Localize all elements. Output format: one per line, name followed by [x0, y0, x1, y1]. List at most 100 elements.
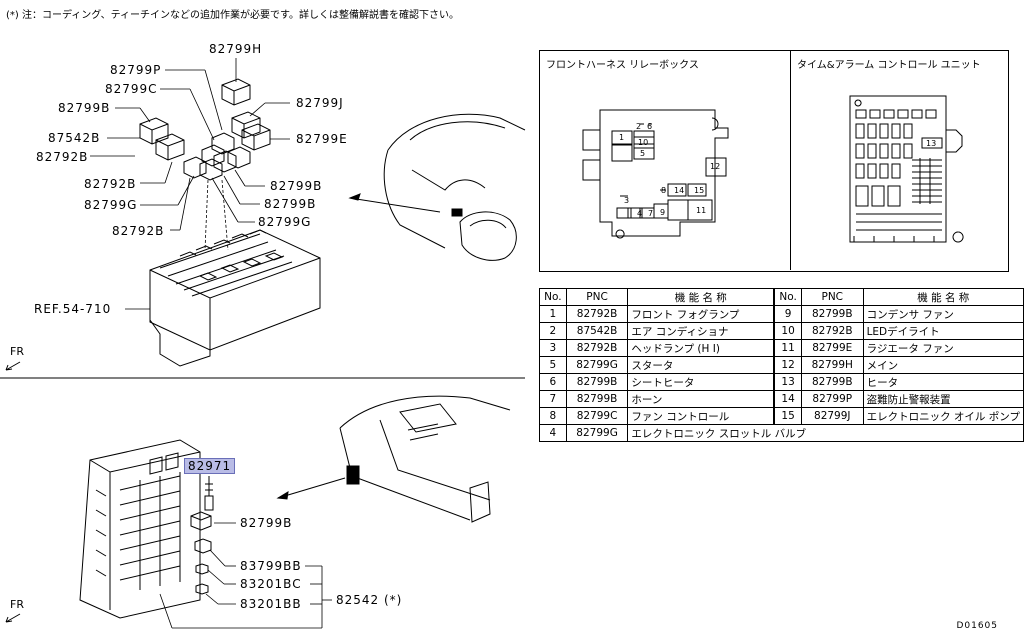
- diagram-id: D01605: [956, 621, 998, 631]
- inset-divider: [790, 50, 791, 270]
- work-note: (*) 注：コーディング、ティーチインなどの追加作業が必要です。詳しくは整備解説…: [6, 10, 459, 21]
- slot-number: 6: [647, 122, 653, 131]
- table-row: 1 82792B フロント フォグランプ 9 82799B コンデンサ ファン: [539, 305, 1024, 323]
- slot-number: 12: [710, 162, 721, 171]
- fr-label-bottom: FR: [10, 598, 24, 611]
- cell-no: 5: [539, 356, 567, 374]
- front-relay-box: [149, 229, 321, 367]
- cell-no: 1: [539, 305, 567, 323]
- cell-name: エア コンディショナ: [627, 322, 775, 340]
- cell-pnc[interactable]: 82799P: [800, 390, 864, 408]
- slot-number: 7: [648, 209, 654, 218]
- cell-pnc[interactable]: 82799B: [565, 373, 629, 391]
- label-82971-highlighted[interactable]: 82971: [184, 458, 236, 474]
- cell-pnc[interactable]: 82792B: [565, 339, 629, 357]
- table-row: 3 82792B ヘッドランプ (H I) 11 82799E ラジエータ ファ…: [539, 339, 1024, 357]
- label-82799B-a: 82799B: [58, 101, 111, 115]
- label-82799H: 82799H: [209, 42, 263, 56]
- cell-no: 8: [539, 407, 567, 425]
- label-82792B-b: 82792B: [84, 177, 137, 191]
- slot-number: 11: [696, 206, 707, 215]
- table-row: 6 82799B シートヒータ 13 82799B ヒータ: [539, 373, 1024, 391]
- cell-no: 11: [773, 339, 802, 357]
- label-82792B-a: 82792B: [36, 150, 89, 164]
- cell-pnc[interactable]: 82799J: [800, 407, 864, 425]
- front-relay-box-schematic: [582, 109, 729, 239]
- header-name: 機 能 名 称: [862, 288, 1024, 306]
- header-no: No.: [539, 288, 567, 306]
- bolt-82971: [204, 476, 214, 511]
- label-82799J: 82799J: [296, 96, 344, 110]
- label-ref-54-710: REF.54-710: [34, 302, 112, 316]
- cell-pnc[interactable]: 82799G: [565, 356, 629, 374]
- label-83799BB: 83799BB: [240, 559, 302, 573]
- label-82542: 82542 (*): [336, 593, 403, 607]
- cell-name: ラジエータ ファン: [862, 339, 1024, 357]
- table-row: 5 82799G スタータ 12 82799H メイン: [539, 356, 1024, 374]
- cell-pnc[interactable]: 82799G: [565, 424, 629, 442]
- header-pnc: PNC: [800, 288, 864, 306]
- cell-name: LEDデイライト: [862, 322, 1024, 340]
- slot-number: 9: [660, 208, 666, 217]
- car-front-view: [383, 113, 526, 261]
- label-82799B-b: 82799B: [270, 179, 323, 193]
- cell-no: 9: [773, 305, 802, 323]
- slot-number: 10: [638, 138, 649, 147]
- label-82799C: 82799C: [105, 82, 158, 96]
- cell-pnc[interactable]: 82792B: [565, 305, 629, 323]
- label-82799B-bottom: 82799B: [240, 516, 293, 530]
- cell-no: 14: [773, 390, 802, 408]
- cell-no: 13: [773, 373, 802, 391]
- cell-no: 15: [773, 407, 802, 425]
- label-82799E: 82799E: [296, 132, 348, 146]
- table-row: 4 82799G エレクトロニック スロットル バルブ: [539, 424, 1024, 442]
- table-row: 7 82799B ホーン 14 82799P 盗難防止警報装置: [539, 390, 1024, 408]
- label-82799G-b: 82799G: [258, 215, 312, 229]
- cell-no: 2: [539, 322, 567, 340]
- cell-pnc[interactable]: 82792B: [800, 322, 864, 340]
- slot-number: 8: [661, 186, 667, 195]
- time-alarm-control-unit: [79, 439, 201, 619]
- cell-no: 4: [539, 424, 567, 442]
- cell-name: スタータ: [627, 356, 775, 374]
- header-pnc: PNC: [565, 288, 629, 306]
- cell-pnc[interactable]: 82799H: [800, 356, 864, 374]
- table-row: 8 82799C ファン コントロール 15 82799J エレクトロニック オ…: [539, 407, 1024, 425]
- label-82799B-c: 82799B: [264, 197, 317, 211]
- header-name: 機 能 名 称: [627, 288, 775, 306]
- cell-no: 12: [773, 356, 802, 374]
- cell-name: ホーン: [627, 390, 775, 408]
- slot-number: 15: [694, 186, 705, 195]
- label-82792B-c: 82792B: [112, 224, 165, 238]
- cell-name: エレクトロニック オイル ポンプ: [862, 407, 1024, 425]
- header-no: No.: [773, 288, 802, 306]
- cell-name: ヘッドランプ (H I): [627, 339, 775, 357]
- cell-pnc[interactable]: 82799B: [800, 373, 864, 391]
- slot-number: 14: [674, 186, 685, 195]
- cell-name: シートヒータ: [627, 373, 775, 391]
- cell-pnc[interactable]: 87542B: [565, 322, 629, 340]
- cell-pnc[interactable]: 82799E: [800, 339, 864, 357]
- fr-label-top: FR: [10, 345, 24, 358]
- label-82799P: 82799P: [110, 63, 162, 77]
- cell-no: 10: [773, 322, 802, 340]
- table-row: 2 87542B エア コンディショナ 10 82792B LEDデイライト: [539, 322, 1024, 340]
- slot-number: 2: [636, 122, 642, 131]
- label-83201BB: 83201BB: [240, 597, 302, 611]
- cell-name: エレクトロニック スロットル バルブ: [627, 424, 1024, 442]
- relay-cluster: [139, 78, 271, 181]
- cell-name: ファン コントロール: [627, 407, 775, 425]
- table-header: No. PNC 機 能 名 称 No. PNC 機 能 名 称: [539, 288, 1024, 306]
- cell-no: 6: [539, 373, 567, 391]
- cell-pnc[interactable]: 82799B: [565, 390, 629, 408]
- cell-pnc[interactable]: 82799B: [800, 305, 864, 323]
- time-alarm-unit-schematic: [849, 95, 964, 243]
- slot-number: 5: [640, 149, 646, 158]
- cell-name: コンデンサ ファン: [862, 305, 1024, 323]
- cell-no: 3: [539, 339, 567, 357]
- cell-pnc[interactable]: 82799C: [565, 407, 629, 425]
- cell-name: ヒータ: [862, 373, 1024, 391]
- cell-name: 盗難防止警報装置: [862, 390, 1024, 408]
- slot-number: 3: [624, 196, 630, 205]
